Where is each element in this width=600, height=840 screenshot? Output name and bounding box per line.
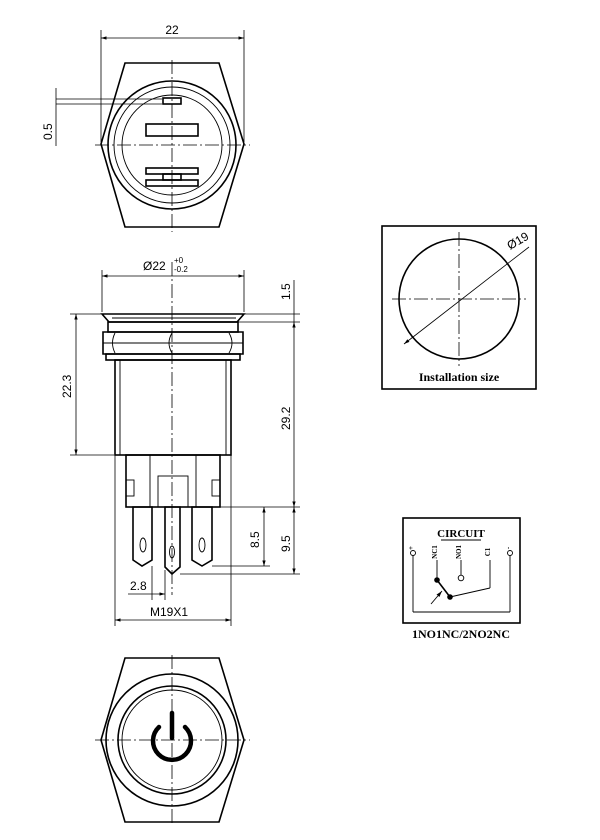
front-view <box>95 655 250 826</box>
side-view: Ø22 +0 -0.2 1.5 22.3 29.2 8.5 9.5 2.8 <box>60 256 300 626</box>
side-nut-base <box>105 353 241 361</box>
side-termtotal-dim: 9.5 <box>279 535 293 552</box>
side-pin-left <box>132 506 153 567</box>
top-gap-dim: 0.5 <box>41 123 55 140</box>
side-pin-right-hole <box>198 537 206 553</box>
side-thread-dim: M19X1 <box>150 605 188 619</box>
side-body <box>114 359 232 456</box>
side-terminal-housing <box>125 454 221 508</box>
circuit-terminal-no1 <box>457 574 465 582</box>
side-washer <box>107 321 239 333</box>
circuit-pin-plus: + <box>407 546 415 550</box>
circuit-terminal-plus <box>410 550 416 556</box>
installation-caption: Installation size <box>419 370 500 384</box>
top-terminal-large <box>145 123 199 137</box>
side-terminal-core <box>157 475 189 508</box>
side-body-dim: 22.3 <box>60 374 74 398</box>
side-pin-right <box>191 506 213 567</box>
side-pin-dim: 2.8 <box>130 579 147 593</box>
side-bezel-dim: 1.5 <box>279 283 293 300</box>
side-term-dim: 8.5 <box>248 531 262 548</box>
circuit-switch-arrow <box>430 590 443 605</box>
top-terminal-small <box>162 97 182 105</box>
side-hex-nut <box>102 331 244 355</box>
circuit-pin-c1: C1 <box>484 547 492 556</box>
circuit-pin-minus: - <box>504 546 512 549</box>
power-symbol-icon <box>150 710 194 763</box>
power-symbol-arc <box>150 724 194 763</box>
installation-dia-dim: Ø19 <box>505 229 532 253</box>
circuit-switch-blade <box>436 579 451 598</box>
side-pin-center <box>164 506 181 576</box>
side-pin-left-hole <box>139 537 147 553</box>
top-width-dim: 22 <box>165 23 179 37</box>
installation-size: Ø19 Installation size <box>381 225 537 390</box>
circuit-wire-common <box>449 587 491 598</box>
side-total-dim: 29.2 <box>279 406 293 430</box>
circuit-title: CIRCUIT <box>437 528 485 540</box>
side-clip-right <box>211 479 221 497</box>
circuit-terminal-minus <box>507 550 513 556</box>
top-terminal-center <box>162 173 182 181</box>
circuit-pin-nc1: NC1 <box>431 545 439 559</box>
side-dia-tol-lower: -0.2 <box>174 265 188 274</box>
side-dia-dim: Ø22 <box>143 259 166 273</box>
circuit-caption: 1NO1NC/2NO2NC <box>412 627 510 641</box>
top-hex-nut <box>100 62 245 228</box>
installation-frame <box>381 225 537 390</box>
circuit-pin-no1: NO1 <box>455 545 463 560</box>
circuit-diagram: CIRCUIT + NC1 NO1 C1 - 1NO1NC/2NO2NC <box>402 517 521 641</box>
installation-dia-dim-line <box>403 246 530 345</box>
circuit-frame <box>402 517 521 624</box>
side-dia-tol-upper: +0 <box>174 256 184 265</box>
side-clip-left <box>125 479 135 497</box>
side-nut-facets <box>112 332 233 354</box>
top-view: 22 0.5 <box>41 23 250 232</box>
